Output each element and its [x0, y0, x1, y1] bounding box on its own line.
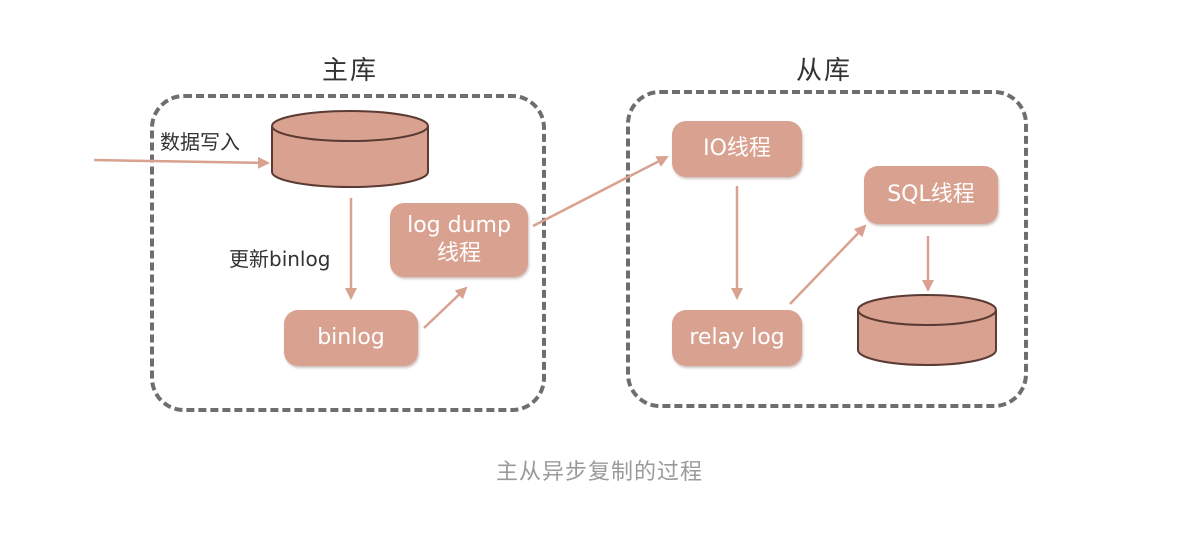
slave-database-icon: [857, 294, 997, 366]
data-write-label: 数据写入: [160, 130, 240, 154]
binlog-node-label: binlog: [317, 325, 385, 350]
diagram-caption: 主从异步复制的过程: [495, 460, 703, 485]
relay-log-node: relay log: [672, 310, 802, 366]
master-database-icon: [271, 110, 429, 188]
sql-thread-node: SQL线程: [864, 166, 998, 224]
sql-thread-label: SQL线程: [887, 182, 975, 207]
binlog-node: binlog: [284, 310, 418, 366]
relay-log-label: relay log: [689, 325, 785, 350]
slave-group-box: [626, 90, 1028, 408]
io-thread-node: IO线程: [672, 121, 802, 177]
slave-title: 从库: [796, 56, 853, 86]
io-thread-label: IO线程: [703, 136, 771, 161]
log-dump-thread-node: log dump 线程: [390, 203, 528, 277]
master-title: 主库: [322, 56, 379, 86]
arrow-data-write: [93, 156, 270, 169]
update-binlog-label: 更新binlog: [229, 247, 331, 271]
log-dump-label-line2: 线程: [436, 241, 481, 266]
arrow-binlog-to-logdump: [423, 286, 468, 329]
arrow-logdump-to-io: [532, 155, 669, 228]
arrow-relaylog-to-sql: [789, 224, 867, 305]
log-dump-label-line1: log dump: [407, 213, 511, 238]
master-group-box: [150, 94, 546, 412]
